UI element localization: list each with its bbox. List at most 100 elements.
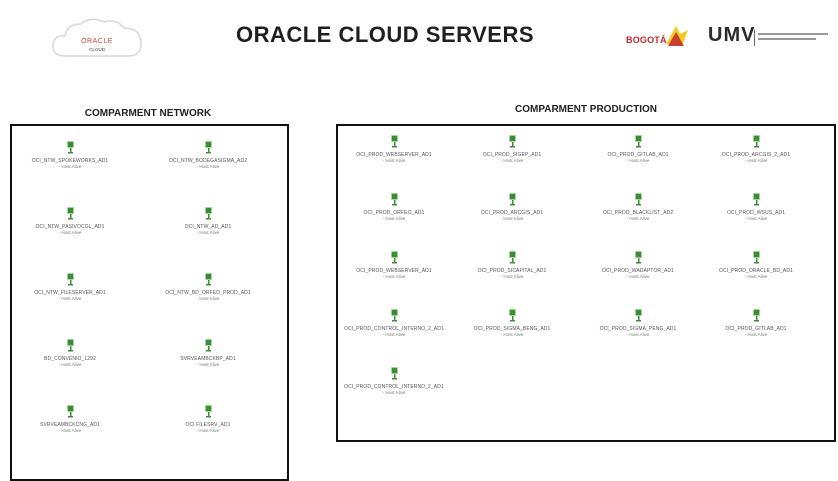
node-status: - Host Alive xyxy=(196,362,220,367)
network-server-node[interactable]: SVRVEAMBCKCNG_AD1- Host Alive xyxy=(10,404,130,434)
server-icon xyxy=(752,193,760,206)
server-icon xyxy=(66,339,74,352)
node-status: - Host Alive xyxy=(196,428,220,433)
production-server-node[interactable]: OCI_PROD_ARCGIS_AD1- Host Alive xyxy=(452,192,572,222)
node-name: OCI_NTW_BD_ORFEO_PROD_AD1 xyxy=(165,290,251,296)
node-name: OCI_PROD_CONTROL_INTERNO_2_AD1 xyxy=(344,326,444,332)
node-name: OCI_PROD_WEBSERVER_AD1 xyxy=(356,268,432,274)
production-server-node[interactable]: OCI_PROD_ARCGIS_2_AD1- Host Alive xyxy=(696,134,816,164)
server-icon xyxy=(390,193,398,206)
server-icon xyxy=(66,405,74,418)
node-name: OCI_PROD_SIGMA_BENG_AD1 xyxy=(473,326,551,332)
server-icon xyxy=(204,141,212,154)
server-icon xyxy=(66,207,74,220)
server-icon xyxy=(634,251,642,264)
umv-logo: UMV xyxy=(708,20,836,54)
network-server-node[interactable]: OCI_NTW_FILESERVER_AD1- Host Alive xyxy=(10,272,130,302)
network-server-node[interactable]: OCI_NTW_BODEGASIGMA_AD2- Host Alive xyxy=(148,140,268,170)
node-status: - Host Alive xyxy=(382,390,406,395)
server-icon xyxy=(508,251,516,264)
node-name: OCI_PROD_CONTROL_INTERNO_2_AD1 xyxy=(344,384,444,390)
server-icon xyxy=(634,193,642,206)
node-name: OCI FILESRV_AD1 xyxy=(185,422,231,428)
production-server-node[interactable]: OCI_PROD_WADAPTOR_AD1- Host Alive xyxy=(578,250,698,280)
network-server-node[interactable]: OCI_NTW_AD_AD1- Host Alive xyxy=(148,206,268,236)
server-icon xyxy=(204,405,212,418)
server-icon xyxy=(752,251,760,264)
production-server-node[interactable]: OCI_PROD_SIGEP_AD1- Host Alive xyxy=(452,134,572,164)
umv-subtitle-graphic xyxy=(754,30,828,46)
bogota-logo-text: BOGOTÁ xyxy=(626,35,667,45)
node-status: - Host Alive xyxy=(500,216,524,221)
node-status: - Host Alive xyxy=(382,158,406,163)
production-server-node[interactable]: OCI_PROD_WEBSERVER_AD1- Host Alive xyxy=(334,134,454,164)
production-server-node[interactable]: OCI_PROD_CONTROL_INTERNO_2_AD1- Host Ali… xyxy=(334,366,454,396)
node-name: OCI_PROD_ORACLE_BD_AD1 xyxy=(719,268,793,274)
network-compartment-title: COMPARMENT NETWORK xyxy=(84,108,212,119)
node-status: - Host Alive xyxy=(500,158,524,163)
node-name: SVRVEAMBCKBP_AD1 xyxy=(180,356,236,362)
node-status: - Host Alive xyxy=(196,164,220,169)
page-title: ORACLE CLOUD SERVERS xyxy=(235,22,535,47)
node-name: OCI_PROD_ORFEO_AD1 xyxy=(363,210,425,216)
server-icon xyxy=(390,367,398,380)
node-status: - Host Alive xyxy=(626,332,650,337)
node-name: OCI_PROD_GITLAB_AD1 xyxy=(725,326,787,332)
server-icon xyxy=(390,309,398,322)
node-name: OCI_PROD_ARCGIS_2_AD1 xyxy=(721,152,791,158)
production-server-node[interactable]: OCI_PROD_ORACLE_BD_AD1- Host Alive xyxy=(696,250,816,280)
node-status: - Host Alive xyxy=(382,216,406,221)
production-server-node[interactable]: OCI_PROD_SICAPITAL_AD1- Host Alive xyxy=(452,250,572,280)
node-name: OCI_PROD_WADAPTOR_AD1 xyxy=(601,268,675,274)
node-name: OCI_PROD_BLACKLIST_AD2 xyxy=(602,210,674,216)
node-status: - Host Alive xyxy=(58,296,82,301)
node-status: - Host Alive xyxy=(744,216,768,221)
node-name: OCI_NTW_AD_AD1 xyxy=(184,224,232,230)
network-server-node[interactable]: OCI_NTW_PASIVOCGL_AD1- Host Alive xyxy=(10,206,130,236)
network-server-node[interactable]: BD_CONVENIO_1292- Host Alive xyxy=(10,338,130,368)
node-name: OCI_PROD_GITLAB_AD1 xyxy=(607,152,669,158)
network-server-node[interactable]: OCI_NTW_BD_ORFEO_PROD_AD1- Host Alive xyxy=(148,272,268,302)
node-status: - Host Alive xyxy=(58,428,82,433)
node-name: OCI_PROD_SIGMA_PENG_AD1 xyxy=(599,326,677,332)
production-server-node[interactable]: OCI_PROD_GITLAB_AD1- Host Alive xyxy=(696,308,816,338)
server-icon xyxy=(204,339,212,352)
node-name: BD_CONVENIO_1292 xyxy=(44,356,96,362)
production-compartment-title: COMPARMENT PRODUCTION xyxy=(514,104,658,115)
server-icon xyxy=(508,193,516,206)
production-server-node[interactable]: OCI_PROD_WEBSERVER_AD1- Host Alive xyxy=(334,250,454,280)
server-icon xyxy=(390,251,398,264)
node-name: OCI_PROD_ARCGIS_AD1 xyxy=(480,210,544,216)
network-server-node[interactable]: SVRVEAMBCKBP_AD1- Host Alive xyxy=(148,338,268,368)
server-icon xyxy=(634,135,642,148)
server-icon xyxy=(204,273,212,286)
node-name: OCI_PROD_WSUS_AD1 xyxy=(726,210,786,216)
node-name: OCI_PROD_SICAPITAL_AD1 xyxy=(477,268,547,274)
node-name: SVRVEAMBCKCNG_AD1 xyxy=(40,422,100,428)
node-status: - Host Alive xyxy=(500,274,524,279)
node-name: OCI_NTW_PASIVOCGL_AD1 xyxy=(35,224,105,230)
node-status: - Host Alive xyxy=(744,332,768,337)
cloud-icon xyxy=(52,18,142,57)
production-server-node[interactable]: OCI_PROD_SIGMA_BENG_AD1- Host Alive xyxy=(452,308,572,338)
network-server-node[interactable]: OCI_NTW_SPOKEWORKS_AD1- Host Alive xyxy=(10,140,130,170)
production-server-node[interactable]: OCI_PROD_ORFEO_AD1- Host Alive xyxy=(334,192,454,222)
server-icon xyxy=(752,135,760,148)
bogota-logo: BOGOTÁ xyxy=(626,24,698,48)
network-server-node[interactable]: OCI FILESRV_AD1- Host Alive xyxy=(148,404,268,434)
bogota-emblem-icon xyxy=(666,26,688,46)
node-status: - Host Alive xyxy=(500,332,524,337)
node-status: - Host Alive xyxy=(382,332,406,337)
production-server-node[interactable]: OCI_PROD_GITLAB_AD1- Host Alive xyxy=(578,134,698,164)
node-status: - Host Alive xyxy=(58,164,82,169)
node-status: - Host Alive xyxy=(382,274,406,279)
node-name: OCI_PROD_WEBSERVER_AD1 xyxy=(356,152,432,158)
node-status: - Host Alive xyxy=(58,230,82,235)
production-server-node[interactable]: OCI_PROD_BLACKLIST_AD2- Host Alive xyxy=(578,192,698,222)
oracle-logo-subtext: CLOUD xyxy=(89,47,105,52)
production-server-node[interactable]: OCI_PROD_WSUS_AD1- Host Alive xyxy=(696,192,816,222)
production-server-node[interactable]: OCI_PROD_SIGMA_PENG_AD1- Host Alive xyxy=(578,308,698,338)
server-icon xyxy=(66,273,74,286)
production-server-node[interactable]: OCI_PROD_CONTROL_INTERNO_2_AD1- Host Ali… xyxy=(334,308,454,338)
node-status: - Host Alive xyxy=(626,274,650,279)
